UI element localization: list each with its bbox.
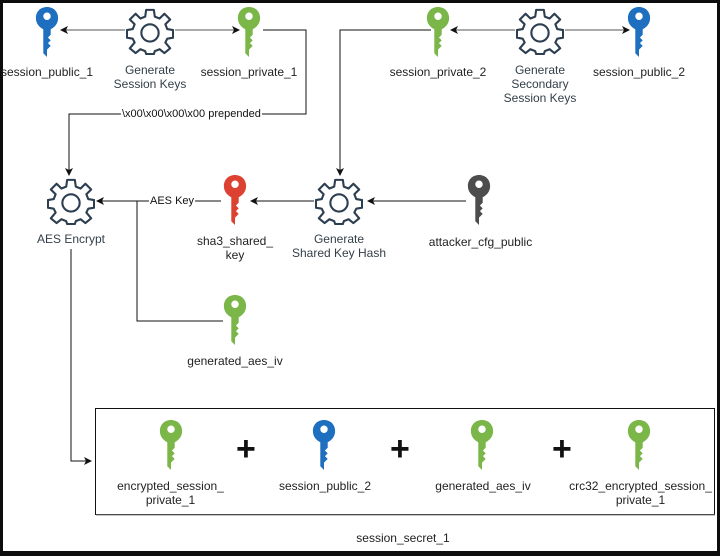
label-generated-aes-iv: generated_aes_iv: [187, 354, 283, 368]
label-line: Generate: [514, 63, 566, 77]
gear-icon-generate-shared-key-hash: [315, 178, 363, 225]
label-line: encrypted_session_: [117, 479, 224, 493]
key-icon-attacker-cfg-public: [467, 175, 491, 225]
gear-icon-aes-encrypt: [47, 178, 95, 225]
key-icon-generated-aes-iv: [223, 295, 247, 345]
label-line: Session Keys: [503, 91, 577, 105]
label-line: sha3_shared_: [196, 234, 274, 248]
key-icon-session-public-1: [35, 7, 59, 57]
label-line: Shared Key Hash: [291, 246, 387, 260]
label-sha3-shared-key: sha3_shared_ key: [190, 234, 280, 262]
edge-private2-to-shared-hash: [336, 29, 431, 176]
edge-label-prepended: \x00\x00\x00\x00 prepended: [121, 108, 262, 120]
label-line: Session Keys: [113, 77, 187, 91]
edge-label-aes-key: AES Key: [149, 195, 196, 207]
gear-icon-generate-session-keys: [126, 8, 174, 55]
key-icon-session-private-1: [237, 7, 261, 57]
edge-private1-to-aes-encrypt: [65, 29, 307, 176]
session-secret-container: [95, 408, 715, 515]
label-session-private-1: session_private_1: [200, 65, 298, 79]
label-encrypted-session-private-1: encrypted_session_ private_1: [103, 479, 238, 507]
key-icon-sha3-shared-key: [223, 175, 247, 225]
label-line: Secondary: [511, 77, 569, 91]
label-session-private-2: session_private_2: [389, 65, 487, 79]
label-line: crc32_encrypted_session_: [569, 479, 712, 493]
label-line: key: [225, 248, 245, 262]
key-icon-session-public-2: [627, 7, 651, 57]
label-secret-session-public-2: session_public_2: [278, 479, 372, 493]
label-generate-secondary-session-keys: Generate Secondary Session Keys: [500, 63, 580, 105]
edge-iv-to-aes-encrypt: [136, 201, 223, 322]
label-line: Generate: [313, 232, 365, 246]
label-generate-session-keys: Generate Session Keys: [110, 63, 190, 91]
label-line: private_1: [615, 493, 666, 507]
connector-layer: [35, 7, 715, 516]
label-line: private_1: [145, 493, 196, 507]
label-generate-shared-key-hash: Generate Shared Key Hash: [284, 232, 394, 260]
plus-sign-1: +: [236, 430, 256, 468]
label-session-public-2: session_public_2: [592, 65, 686, 79]
label-secret-generated-aes-iv: generated_aes_iv: [435, 479, 531, 493]
diagram-canvas: session_public_1 Generate Session Keys s…: [1, 3, 718, 551]
label-attacker-cfg-public: attacker_cfg_public: [428, 235, 533, 249]
plus-sign-2: +: [390, 430, 410, 468]
label-session-public-1: session_public_1: [1, 65, 94, 79]
label-line: Generate: [124, 63, 176, 77]
key-icon-session-private-2: [426, 7, 450, 57]
gear-icon-generate-secondary-session-keys: [516, 8, 564, 55]
session-secret-title: session_secret_1: [356, 531, 450, 545]
label-aes-encrypt: AES Encrypt: [36, 232, 106, 246]
label-crc32-encrypted-session-private-1: crc32_encrypted_session_ private_1: [563, 479, 718, 507]
plus-sign-3: +: [552, 430, 572, 468]
edge-aes-encrypt-to-session-secret: [70, 249, 92, 465]
